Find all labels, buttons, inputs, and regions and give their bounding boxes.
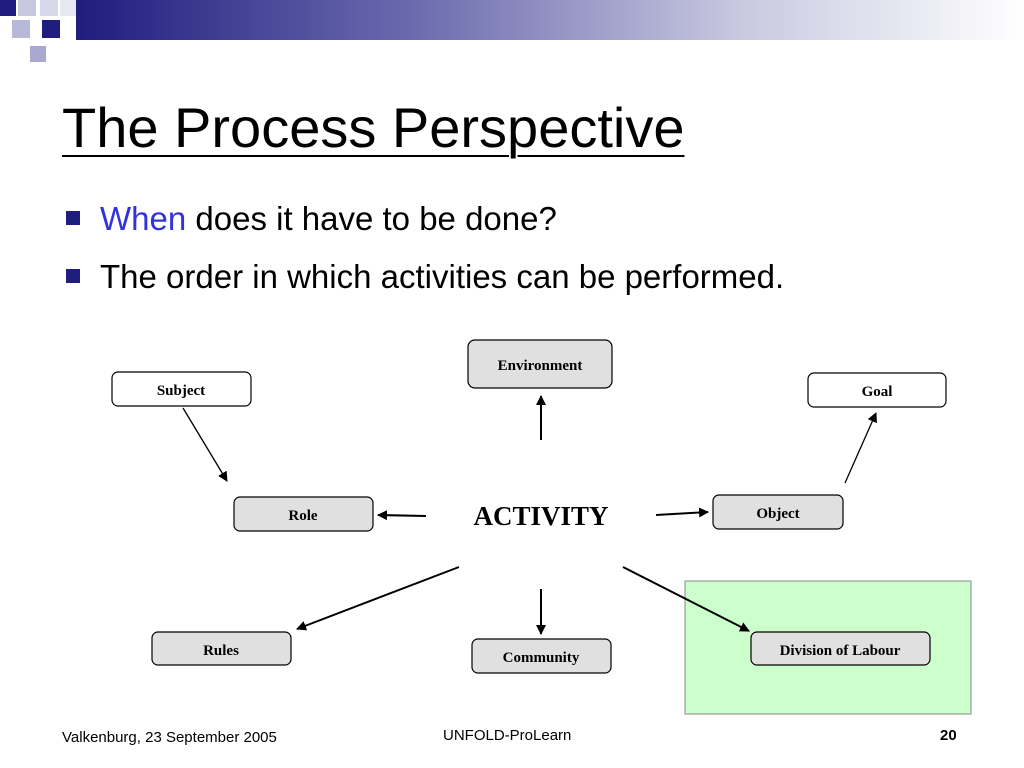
deco-square xyxy=(12,20,30,38)
node-environment-label: Environment xyxy=(498,358,583,374)
square-bullet-icon xyxy=(66,211,80,225)
footer-center: UNFOLD-ProLearn xyxy=(443,727,572,744)
deco-square xyxy=(40,0,58,16)
bullet-item: The order in which activities can be per… xyxy=(62,248,784,306)
node-subject: Subject xyxy=(111,371,252,407)
header-gradient-bar xyxy=(76,0,1024,40)
node-division-of-labour: Division of Labour xyxy=(750,631,931,666)
arrow-object-goal xyxy=(844,412,877,484)
activity-label: ACTIVITY xyxy=(473,501,608,531)
deco-square xyxy=(42,20,60,38)
node-division-label: Division of Labour xyxy=(780,643,901,659)
node-goal: Goal xyxy=(807,372,947,408)
deco-square xyxy=(30,46,46,62)
node-goal-label: Goal xyxy=(862,384,893,400)
bullet-item: When does it have to be done? xyxy=(62,190,784,248)
arrow-activity-rules xyxy=(296,566,460,631)
footer-page-number: 20 xyxy=(940,727,957,744)
bullet-highlight: When xyxy=(100,200,187,237)
deco-square xyxy=(60,0,76,16)
node-subject-label: Subject xyxy=(157,383,205,399)
footer-left: Valkenburg, 23 September 2005 xyxy=(62,729,277,746)
arrow-activity-role xyxy=(377,510,427,521)
node-role-label: Role xyxy=(288,508,318,524)
node-role: Role xyxy=(233,496,374,532)
page-title: The Process Perspective xyxy=(62,96,685,159)
node-environment: Environment xyxy=(467,339,613,389)
arrow-subject-role xyxy=(182,407,228,482)
arrow-activity-division xyxy=(622,566,750,632)
node-rules-label: Rules xyxy=(203,643,239,659)
header-decoration xyxy=(0,0,1024,70)
node-rules: Rules xyxy=(151,631,292,666)
bullet-text: The order in which activities can be per… xyxy=(100,258,785,295)
square-bullet-icon xyxy=(66,269,80,283)
node-object: Object xyxy=(712,494,844,530)
bullet-list: When does it have to be done? The order … xyxy=(62,190,784,306)
deco-square xyxy=(0,0,16,16)
node-community-label: Community xyxy=(503,650,580,666)
bullet-text: does it have to be done? xyxy=(186,200,557,237)
node-object-label: Object xyxy=(756,506,799,522)
arrow-activity-object xyxy=(655,507,709,518)
deco-square xyxy=(18,0,36,16)
node-community: Community xyxy=(471,638,612,674)
